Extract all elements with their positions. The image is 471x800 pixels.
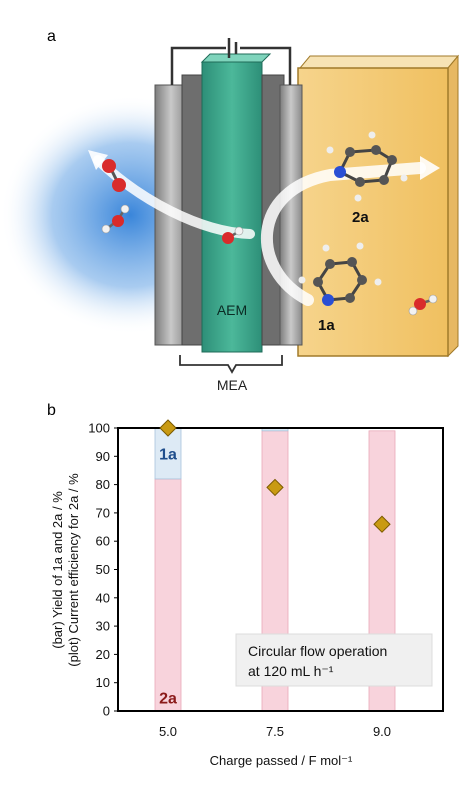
catholyte-tank (297, 54, 460, 358)
y-tick-label-100: 100 (88, 421, 110, 436)
annotation-box (235, 633, 433, 687)
reaction-flow-arrow (261, 162, 426, 306)
y-tick-label-60: 60 (96, 534, 110, 549)
water-molecule-icon (101, 204, 130, 234)
y-axis-label-line-1: (bar) Yield of 1a and 2a / % (50, 491, 65, 649)
efficiency-marker-9.0 (373, 515, 391, 533)
y-axis-label-line-2: (plot) Current efficiency for 2a / % (66, 473, 81, 667)
inbar-label-1a: 1a (159, 446, 177, 463)
bar-2a-5.0 (154, 478, 182, 712)
y-tick-label-70: 70 (96, 505, 110, 520)
y-tick-label-90: 90 (96, 449, 110, 464)
y-tick-label-0: 0 (103, 704, 110, 719)
pyridine-molecule-icon (298, 242, 382, 306)
assembly-bracket (179, 355, 283, 374)
piperidine-molecule-icon (326, 131, 408, 202)
x-tick-label-5.0: 5.0 (159, 724, 177, 739)
membrane-label: AEM (217, 302, 247, 318)
hydroxide-icon (222, 226, 244, 244)
y-tick-label-20: 20 (96, 647, 110, 662)
y-tick-label-50: 50 (96, 562, 110, 577)
oxygen-molecule-icon (102, 159, 126, 192)
cell-diagram: 2a 1a AEM MEA (0, 38, 460, 393)
arrowhead-right (420, 156, 440, 180)
water-molecule-right-icon (408, 294, 438, 316)
product-label: 2a (352, 209, 369, 226)
reactant-label: 1a (318, 317, 335, 334)
panel-label-a: a (47, 28, 56, 45)
external-circuit (170, 38, 292, 85)
x-axis-label: Charge passed / F mol⁻¹ (210, 753, 353, 768)
x-tick-label-9.0: 9.0 (373, 724, 391, 739)
assembly-label: MEA (217, 377, 248, 393)
annotation-line-2: at 120 mL h⁻¹ (248, 663, 334, 679)
efficiency-marker-7.5 (266, 478, 284, 497)
annotation-line-1: Circular flow operation (248, 643, 387, 659)
y-tick-label-10: 10 (96, 675, 110, 690)
y-tick-label-40: 40 (96, 590, 110, 605)
y-tick-label-30: 30 (96, 619, 110, 634)
panel-label-b: b (47, 402, 56, 419)
y-tick-label-80: 80 (96, 477, 110, 492)
efficiency-marker-5.0 (159, 419, 177, 437)
x-tick-label-7.5: 7.5 (266, 724, 284, 739)
arrowhead-left (88, 150, 108, 170)
inbar-label-2a: 2a (159, 690, 177, 707)
